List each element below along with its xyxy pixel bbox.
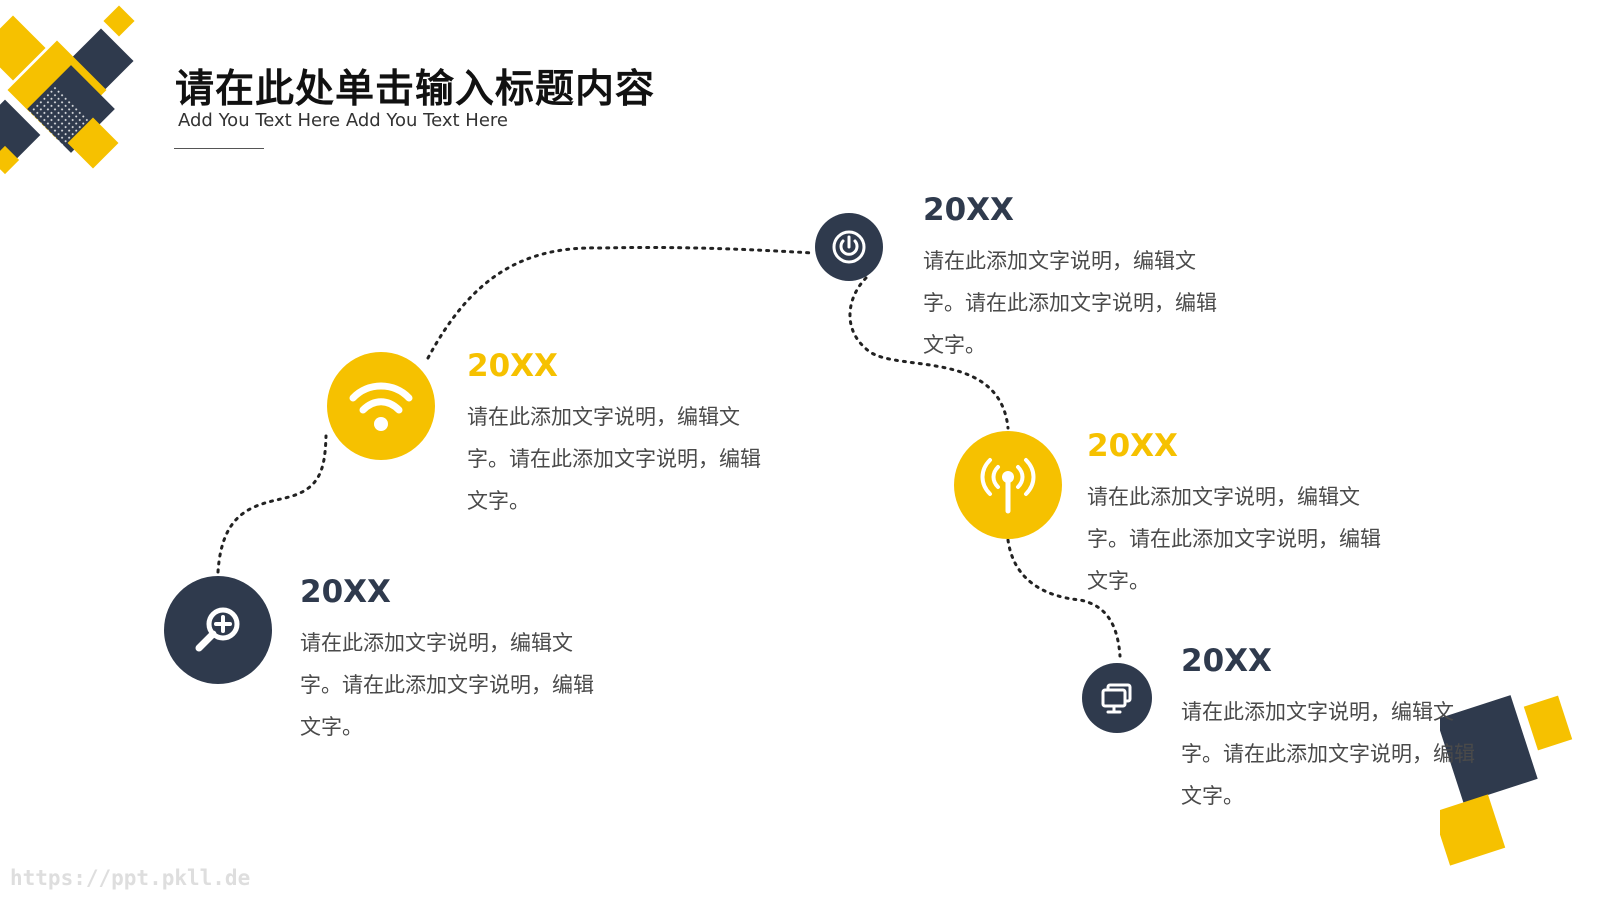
magnifier-plus-icon [195,607,240,652]
timeline-year: 20XX [1087,428,1178,464]
title-underline [174,148,264,149]
wifi-icon [349,382,413,431]
timeline-year: 20XX [923,192,1014,228]
timeline-year: 20XX [467,348,558,384]
corner-decoration-bottom-right [1440,695,1573,866]
timeline-description: 请在此添加文字说明，编辑文字。请在此添加文字说明，编辑文字。 [1087,485,1381,593]
power-icon [832,230,866,264]
page-title: 请在此处单击输入标题内容 [175,67,656,112]
timeline-description: 请在此添加文字说明，编辑文字。请在此添加文字说明，编辑文字。 [923,249,1217,357]
watermark-url: https://ppt.pkll.de [10,866,251,890]
timeline-year: 20XX [1181,643,1272,679]
timeline-node-wifi [327,352,435,460]
timeline-node-antenna [954,431,1062,539]
page-subtitle: Add You Text Here Add You Text Here [178,110,508,131]
antenna-icon [980,458,1036,514]
corner-decoration-top-left [0,5,135,175]
timeline-description: 请在此添加文字说明，编辑文字。请在此添加文字说明，编辑文字。 [300,631,594,739]
timeline-node-monitor [1082,663,1152,733]
timeline-year: 20XX [300,574,391,610]
timeline-description: 请在此添加文字说明，编辑文字。请在此添加文字说明，编辑文字。 [467,405,761,513]
monitor-icon [1101,683,1132,714]
timeline-node-power [815,213,883,281]
timeline-description: 请在此添加文字说明，编辑文字。请在此添加文字说明，编辑文字。 [1181,700,1475,808]
timeline-node-magnifier [164,576,272,684]
